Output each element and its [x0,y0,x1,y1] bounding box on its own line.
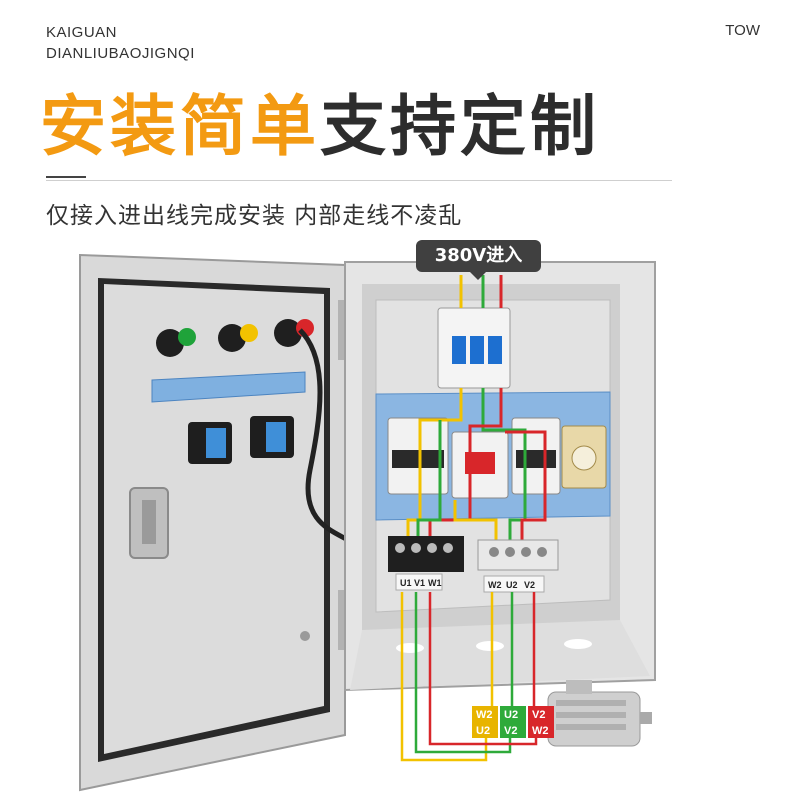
motor-label-bottom-1-text: U2 [476,725,490,737]
motor-terminal-labels: W2 U2 V2 U2 V2 W2 [472,706,554,738]
cabinet-door [79,253,350,792]
headline-dark: 支持定制 [320,88,600,165]
headline: 安装简单支持定制 [40,88,600,166]
voltage-input-badge: 380V进入 [416,240,541,280]
motor-label-bottom-3-text: W2 [532,725,549,737]
brand-line-1: KAIGUAN [46,24,118,41]
rule-accent [46,176,86,178]
brand-right: TOW [725,22,760,39]
motor [547,680,652,747]
motor-label-top-3-text: V2 [532,709,545,721]
circuit-breaker [437,307,511,389]
motor-label-top-1-text: W2 [476,709,493,721]
terminal-label-u1: U1 [400,578,412,588]
motor-label-bottom-3 [528,722,554,738]
terminal-block-left: U1 V1 W1 [388,536,464,591]
motor-label-bottom-1 [472,722,498,738]
terminal-label-v1: V1 [414,578,425,588]
motor-label-bottom-2-text: V2 [504,725,517,737]
divider-rule [46,180,672,181]
motor-label-top-2-text: U2 [504,709,518,721]
motor-label-top-1 [472,706,498,722]
terminal-label-u2: U2 [506,580,518,590]
brand-block: KAIGUAN DIANLIUBAOJIGNQI [46,22,195,64]
motor-label-top-2 [500,706,526,722]
terminal-label-v2: V2 [524,580,535,590]
terminal-label-w2: W2 [488,580,502,590]
brand-line-2: DIANLIUBAOJIGNQI [46,45,195,62]
indicator-lamp-green [156,329,184,357]
terminal-block-right: W2 U2 V2 [477,539,559,593]
subtitle: 仅接入进出线完成安装 内部走线不凌乱 [46,203,463,229]
headline-orange: 安装简单 [40,88,320,165]
indicator-lamp-red [274,319,302,347]
motor-label-top-3 [528,706,554,722]
indicator-lamp-yellow [218,324,246,352]
terminal-label-w1: W1 [428,578,442,588]
motor-label-bottom-2 [500,722,526,738]
